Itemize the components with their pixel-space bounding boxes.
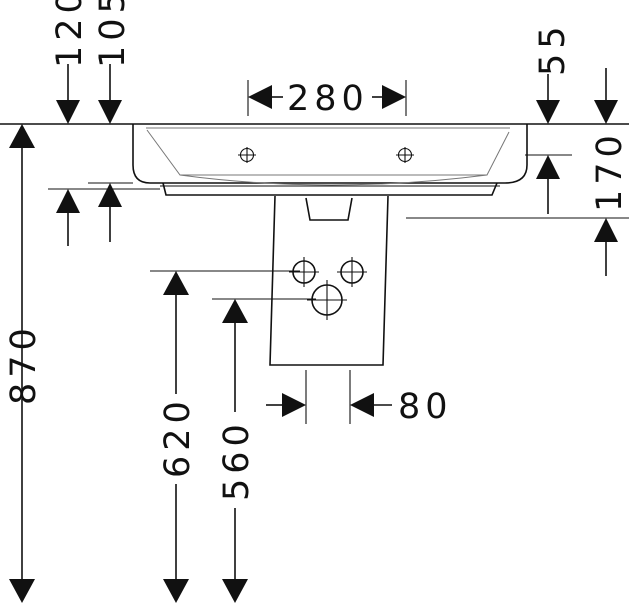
dimension-label-55: 55 — [533, 21, 573, 76]
dimension-label-280: 280 — [287, 79, 369, 119]
dimension-120: 120 — [50, 0, 90, 246]
dimension-label-120: 120 — [50, 0, 90, 68]
drain-outlet — [307, 280, 347, 320]
dimension-label-80: 80 — [398, 387, 453, 427]
dimension-280: 280 — [248, 79, 406, 119]
dimension-620: 620 — [158, 271, 198, 603]
dimension-80: 80 — [266, 387, 453, 427]
dimension-label-620: 620 — [158, 396, 198, 478]
basin — [0, 123, 629, 196]
dimension-55: 55 — [533, 21, 618, 124]
dimension-560: 560 — [217, 299, 257, 603]
pedestal — [269, 195, 389, 366]
dimension-label-170: 170 — [590, 130, 629, 212]
dimension-170: 170 — [536, 130, 629, 276]
dimension-label-105: 105 — [93, 0, 133, 68]
dimension-870: 870 — [4, 124, 44, 603]
supply-valve-right — [337, 257, 367, 287]
extension-lines — [48, 80, 629, 424]
faucet-hole-left — [238, 147, 256, 163]
supply-valve-left — [289, 257, 319, 287]
dimension-label-870: 870 — [4, 323, 44, 405]
faucet-hole-right — [396, 147, 414, 163]
dimension-label-560: 560 — [217, 419, 257, 501]
dimension-105: 105 — [93, 0, 133, 242]
